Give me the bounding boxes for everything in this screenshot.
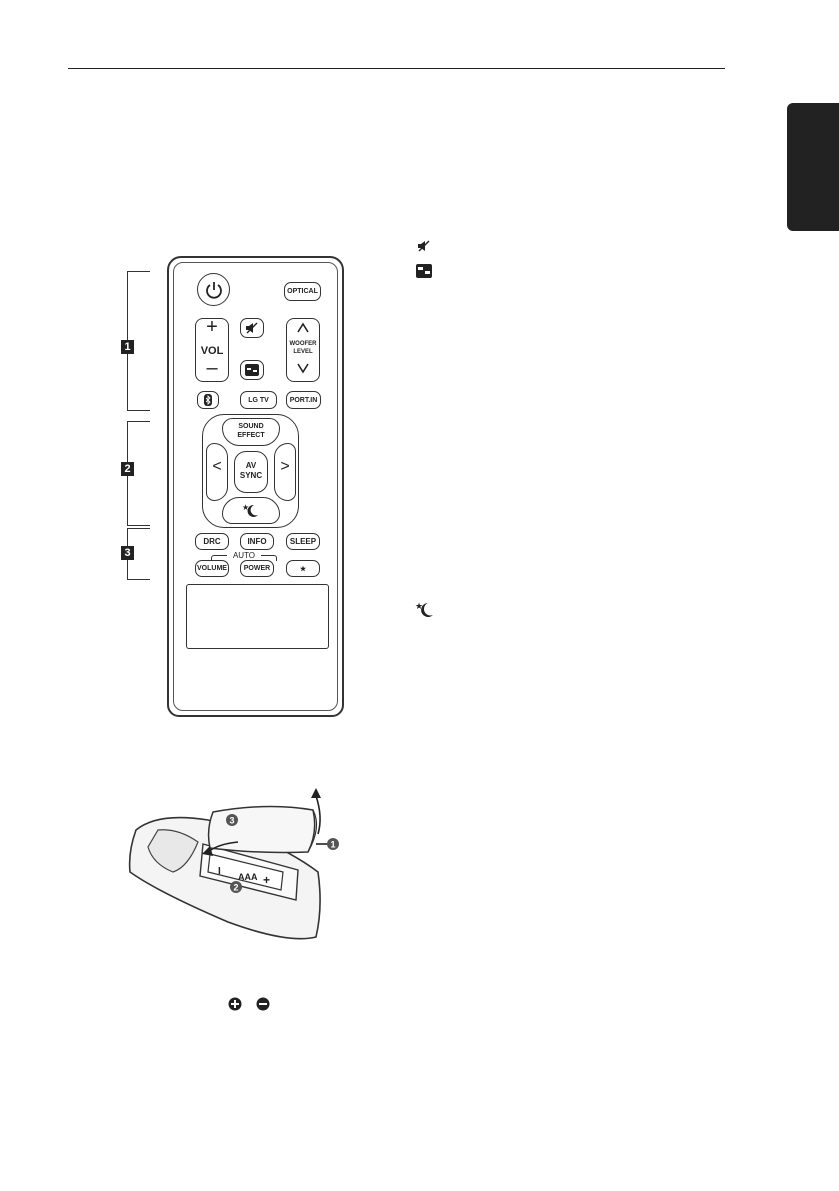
av-label: AV bbox=[245, 461, 257, 470]
battery-plus-label: + bbox=[263, 873, 270, 887]
section-number-2: 2 bbox=[121, 462, 134, 476]
effect-label: EFFECT bbox=[237, 432, 265, 439]
drc-button[interactable]: DRC bbox=[195, 533, 229, 550]
callout-1: 1 bbox=[330, 840, 335, 850]
night-mode-icon: ★ bbox=[415, 602, 433, 617]
plus-polarity-icon bbox=[228, 997, 242, 1011]
vol-rocker[interactable] bbox=[195, 318, 229, 382]
mute-button[interactable] bbox=[240, 318, 264, 338]
mute-icon bbox=[246, 322, 258, 334]
callout-3: 3 bbox=[229, 816, 234, 826]
sound-effect-button[interactable] bbox=[222, 418, 280, 446]
av-sync-button[interactable] bbox=[234, 451, 268, 493]
optical-button[interactable]: OPTICAL bbox=[284, 282, 321, 301]
svg-text:★: ★ bbox=[415, 602, 423, 612]
chapter-tab bbox=[787, 103, 839, 231]
battery-aaa-label: AAA bbox=[238, 872, 258, 882]
sound-tool-icon bbox=[416, 264, 432, 278]
port-in-button[interactable]: PORT.IN bbox=[286, 391, 321, 409]
left-label: < bbox=[212, 458, 222, 475]
bluetooth-icon bbox=[204, 394, 212, 406]
auto-volume-button[interactable]: VOLUME bbox=[195, 560, 229, 577]
vol-plus-label: + bbox=[206, 316, 218, 338]
vol-minus-label: – bbox=[206, 357, 218, 379]
battery-minus-label: I bbox=[218, 866, 221, 877]
mute-icon bbox=[418, 240, 430, 252]
left-button[interactable] bbox=[206, 443, 228, 501]
svg-text:★: ★ bbox=[242, 503, 249, 512]
level-label: LEVEL bbox=[293, 349, 313, 355]
star-button[interactable]: ★ bbox=[286, 560, 320, 577]
callout-2: 2 bbox=[233, 883, 238, 893]
sync-label: SYNC bbox=[239, 471, 263, 480]
woofer-label: WOOFER bbox=[289, 341, 317, 347]
right-label: > bbox=[280, 458, 290, 475]
auto-power-button[interactable]: POWER bbox=[240, 560, 274, 577]
power-button[interactable] bbox=[197, 273, 230, 306]
remote-control: OPTICAL + VOL – WOOFER LEVEL LG TV PORT.… bbox=[167, 256, 344, 717]
night-mode-icon: ★ bbox=[242, 503, 258, 517]
right-button[interactable] bbox=[274, 443, 296, 501]
auto-label: AUTO bbox=[227, 551, 261, 560]
night-mode-button[interactable] bbox=[222, 497, 280, 524]
sound-label: SOUND bbox=[238, 423, 264, 430]
battery-illustration: AAA I + 1 2 3 bbox=[128, 788, 339, 940]
sound-tool-icon bbox=[245, 364, 259, 376]
sound-tool-button[interactable] bbox=[240, 360, 264, 380]
woofer-up-icon bbox=[297, 322, 309, 333]
info-button[interactable]: INFO bbox=[240, 533, 274, 550]
sleep-button[interactable]: SLEEP bbox=[286, 533, 320, 550]
power-icon bbox=[205, 281, 222, 299]
vol-label: VOL bbox=[200, 345, 224, 357]
section-number-3: 3 bbox=[121, 546, 134, 560]
woofer-down-icon bbox=[297, 363, 309, 374]
label-plate bbox=[186, 584, 329, 649]
lg-tv-button[interactable]: LG TV bbox=[240, 391, 277, 409]
section-number-1: 1 bbox=[121, 340, 134, 354]
header-rule bbox=[68, 68, 725, 69]
minus-polarity-icon bbox=[256, 997, 270, 1011]
bluetooth-button[interactable] bbox=[197, 391, 219, 409]
